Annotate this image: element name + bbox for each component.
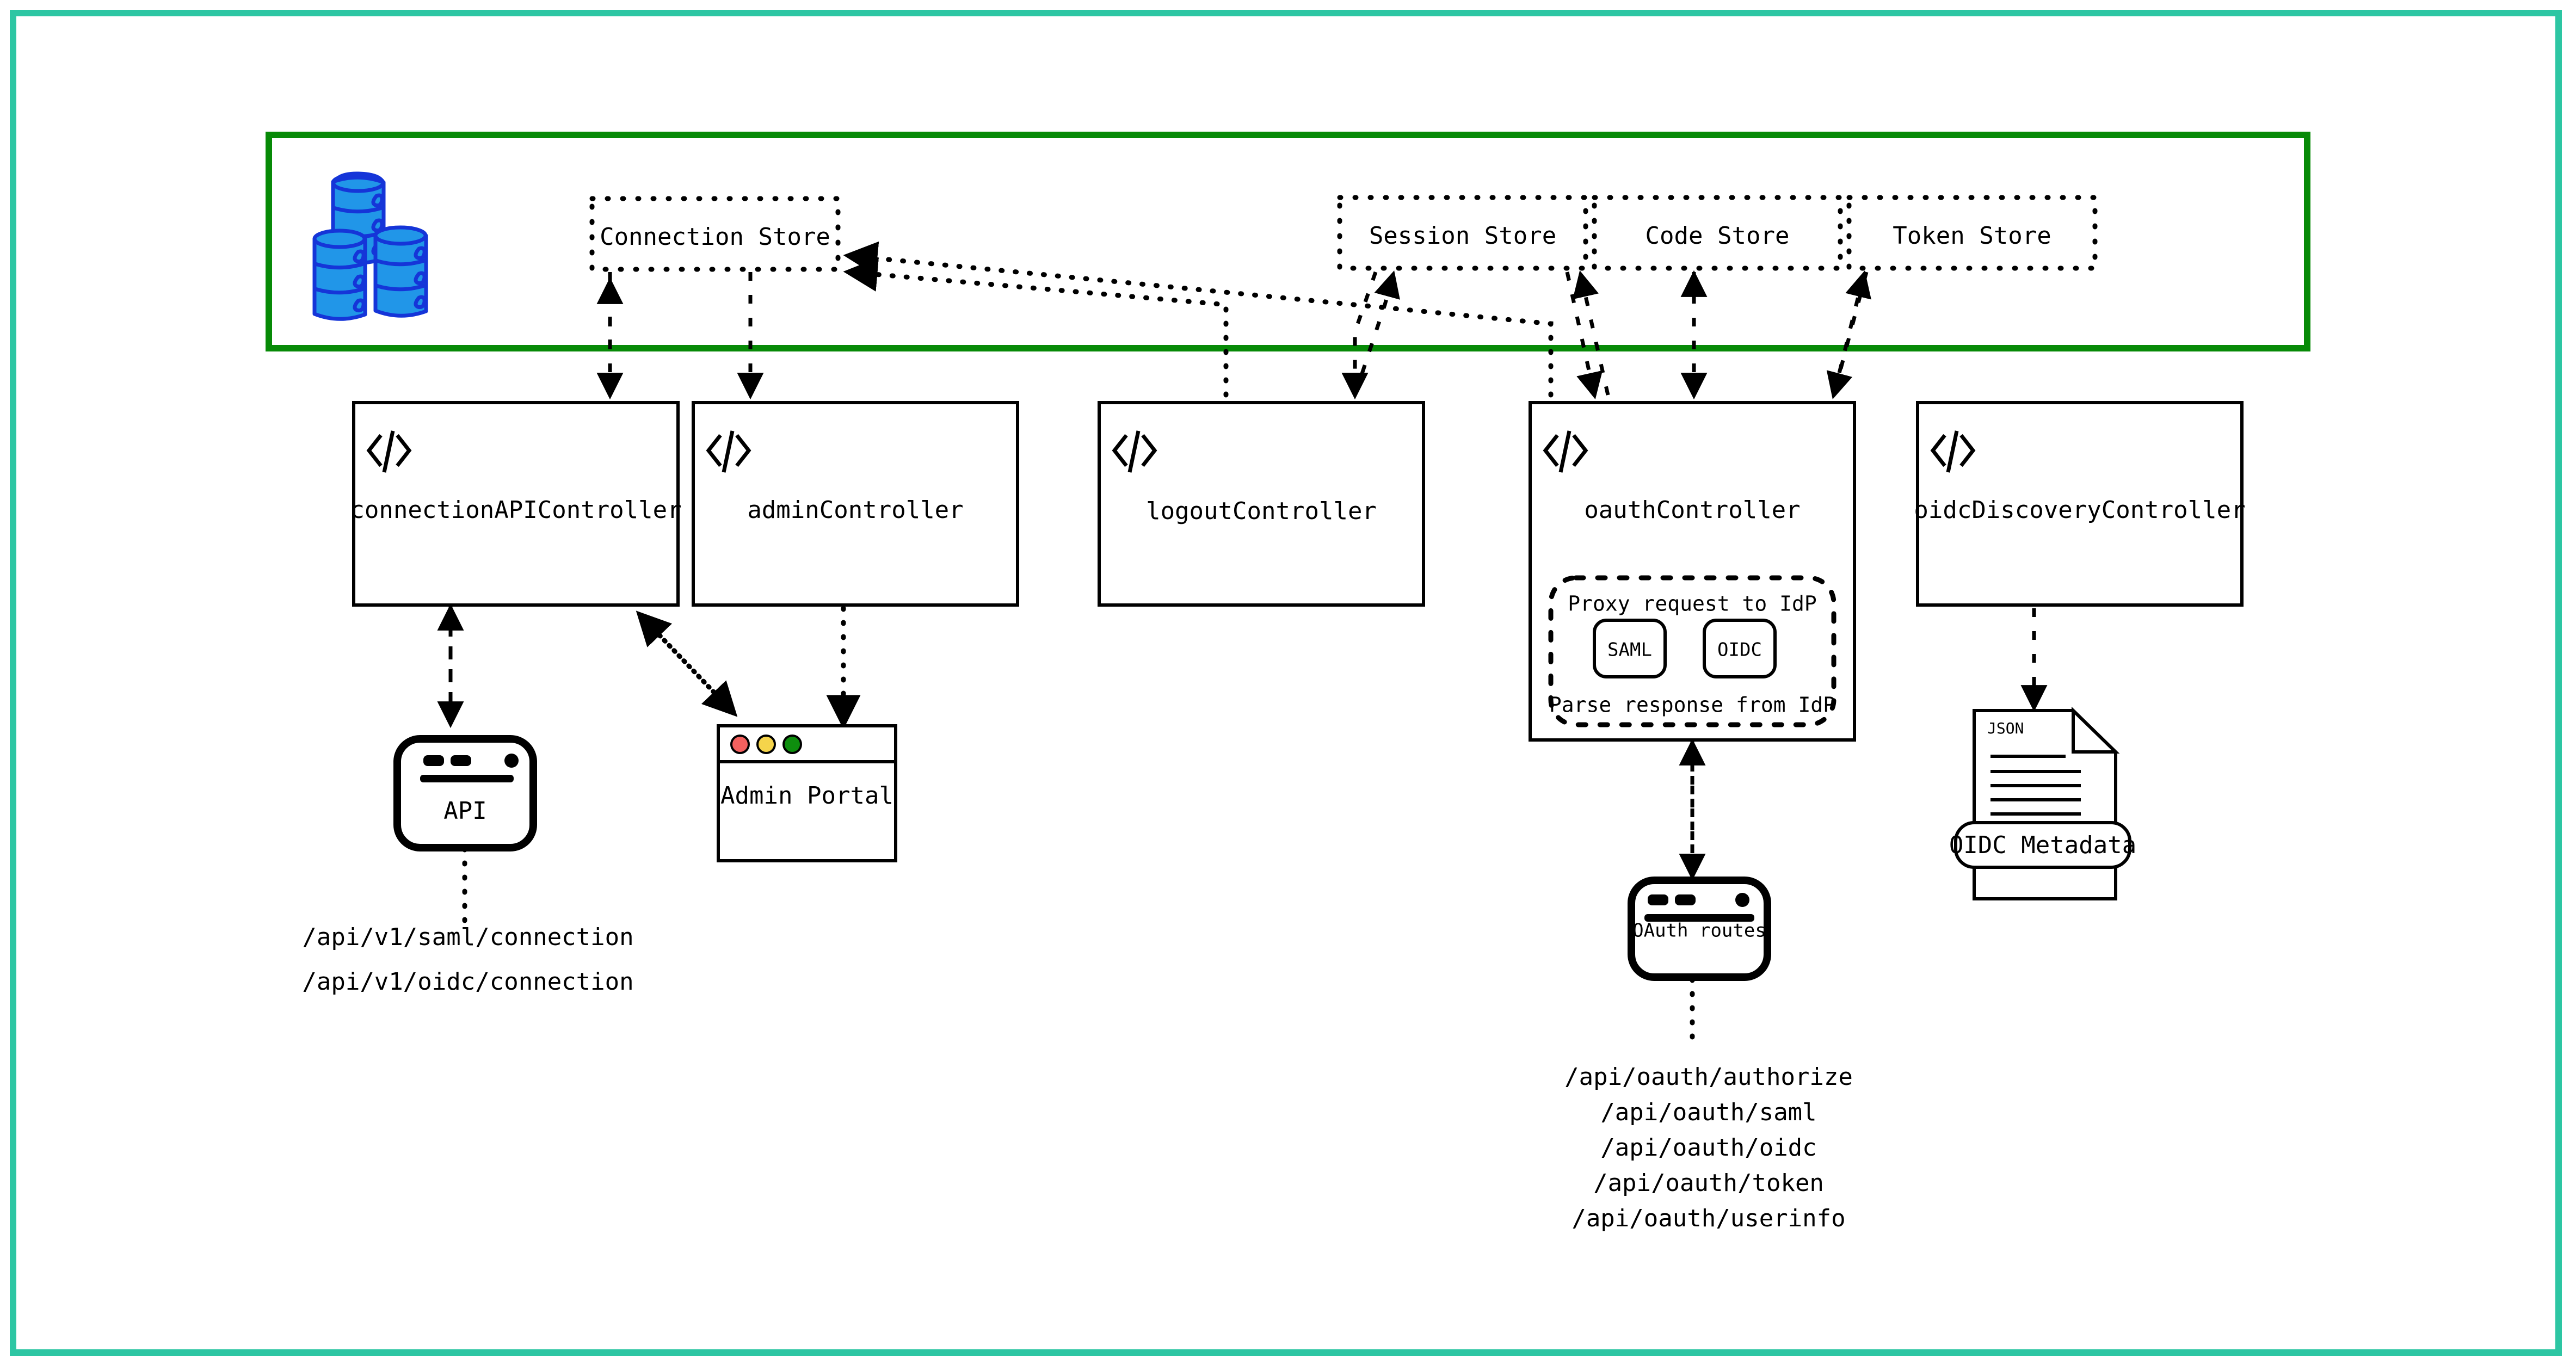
traffic-light-red (730, 735, 750, 754)
store-box-token[interactable] (1846, 195, 2098, 271)
code-brackets-icon (1543, 430, 1588, 473)
store-box-connection[interactable] (589, 196, 841, 272)
idp-proxy-top-label: Proxy request to IdP (1568, 592, 1817, 616)
protocol-label-saml: SAML (1607, 639, 1652, 661)
connector-connapi-adminportal (637, 612, 738, 717)
store-box-session[interactable] (1337, 195, 1588, 271)
code-brackets-icon (1930, 430, 1976, 473)
endpoint-connection-oidc: /api/v1/oidc/connection (302, 968, 633, 996)
admin-portal-window[interactable]: Admin Portal (717, 724, 897, 862)
traffic-light-green (782, 735, 802, 754)
oidc-metadata-label: OIDC Metadata (1949, 831, 2136, 859)
protocol-box-saml[interactable] (1593, 619, 1667, 678)
code-brackets-icon (706, 430, 751, 473)
oidc-metadata-pill (1954, 821, 2131, 869)
store-label-connection: Connection Store (600, 223, 830, 251)
idp-proxy-bottom-label: Parse response from IdP (1549, 693, 1835, 717)
controller-label-connectionapi: connectionAPIController (350, 496, 681, 524)
idp-proxy-box (1548, 575, 1837, 727)
outer-frame (10, 10, 2562, 1356)
connector-adminportal-connapi (636, 610, 736, 715)
traffic-light-yellow (756, 735, 776, 754)
controller-box-oauth[interactable] (1529, 401, 1856, 742)
endpoint-connection-saml: /api/v1/saml/connection (302, 923, 633, 951)
oauth-routes-label: OAuth routes (1632, 920, 1766, 942)
controller-label-admin: adminController (747, 496, 963, 524)
client-connector-group (437, 603, 2048, 1053)
endpoint-oauth-token: /api/oauth/token (1593, 1169, 1824, 1197)
api-window-label: API (443, 797, 486, 825)
controller-box-admin[interactable] (692, 401, 1019, 607)
controller-label-logout: logoutController (1146, 497, 1377, 525)
database-stack-icon (312, 171, 428, 321)
endpoint-oauth-oidc: /api/oauth/oidc (1600, 1134, 1816, 1162)
admin-portal-label: Admin Portal (720, 782, 893, 810)
code-brackets-icon (366, 430, 412, 473)
controller-label-oidcdiscovery: oidcDiscoveryController (1914, 496, 2245, 524)
oauth-routes-window[interactable]: OAuth routes (1628, 877, 1771, 981)
document-type-label: JSON (1987, 719, 2024, 737)
oidc-metadata-document[interactable]: JSON OIDC Metadata (1949, 706, 2136, 900)
protocol-label-oidc: OIDC (1717, 639, 1762, 661)
controller-label-oauth: oauthController (1584, 496, 1800, 524)
controller-box-connectionapi[interactable] (352, 401, 680, 607)
connector-oauth-conn-store (843, 241, 1554, 398)
store-label-code: Code Store (1646, 222, 1790, 250)
endpoint-oauth-saml: /api/oauth/saml (1600, 1099, 1816, 1126)
connector-group (596, 241, 1871, 400)
code-brackets-icon (1112, 430, 1157, 473)
connector-logout-session (1353, 270, 1400, 396)
controller-box-logout[interactable] (1098, 401, 1425, 607)
protocol-box-oidc[interactable] (1703, 619, 1777, 678)
store-label-session: Session Store (1369, 222, 1556, 250)
connector-logout-conn-store (843, 257, 1229, 398)
store-box-code[interactable] (1592, 195, 1843, 271)
store-label-token: Token Store (1893, 222, 2051, 250)
api-window[interactable]: API (393, 735, 537, 851)
controller-box-oidcdiscovery[interactable] (1916, 401, 2244, 607)
endpoint-oauth-authorize: /api/oauth/authorize (1564, 1063, 1853, 1091)
endpoint-oauth-userinfo: /api/oauth/userinfo (1572, 1205, 1845, 1232)
